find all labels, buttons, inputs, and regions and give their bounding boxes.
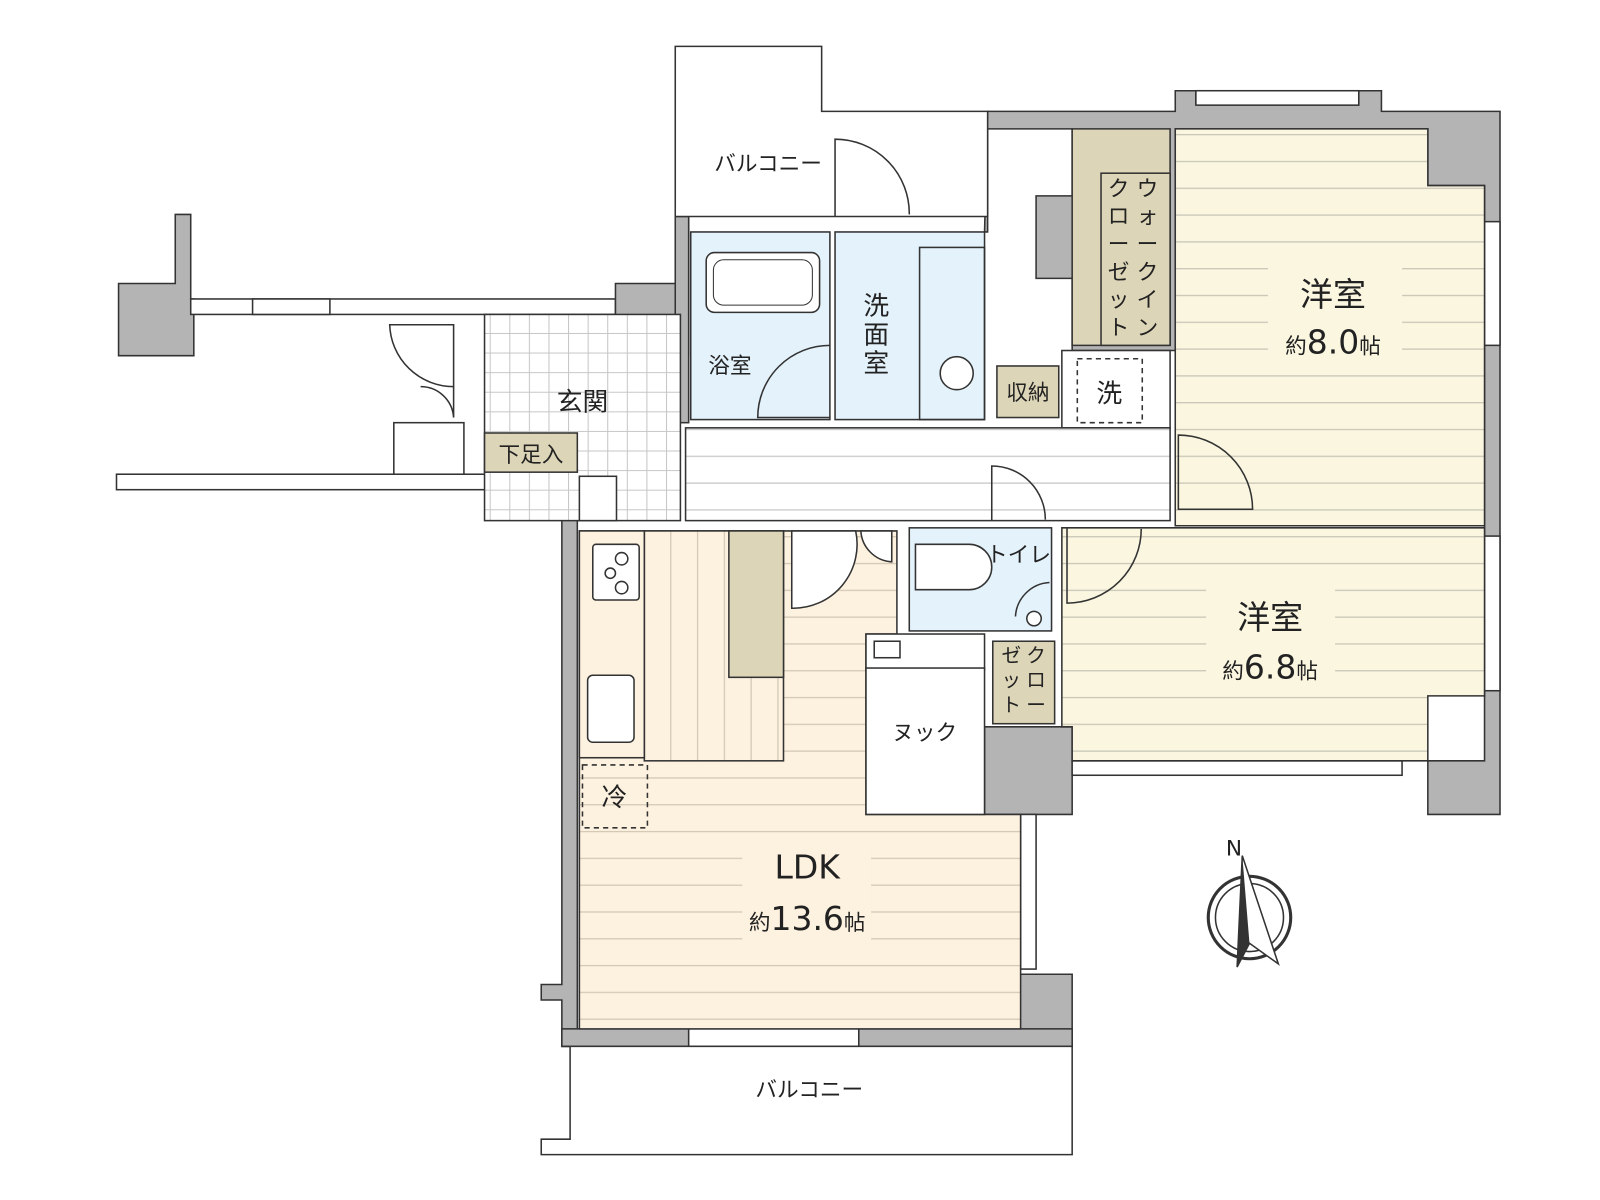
hand-basin-icon <box>1026 610 1043 627</box>
hand-basin-counter <box>1014 581 1050 617</box>
vertical-label-char: ク <box>1137 260 1159 285</box>
vanity-counter <box>918 246 986 421</box>
entrance-label: 玄関 <box>557 387 609 417</box>
vertical-label-char: ク <box>1108 177 1130 202</box>
bedroom-2-size: 約6.8帖 <box>1222 647 1318 686</box>
ldk: 冷 LDK 約13.6帖 <box>578 530 1022 1030</box>
toilet-icon <box>914 543 993 591</box>
bedroom-1-door[interactable] <box>1177 434 1254 511</box>
toilet-door[interactable] <box>990 465 1047 521</box>
vertical-label-char: ロ <box>1108 205 1130 230</box>
entry-door[interactable] <box>388 323 455 388</box>
bedroom-1: 洋室 約8.0帖 <box>1174 128 1486 527</box>
entry-porch <box>393 421 465 475</box>
vertical-label-char: ー <box>1026 693 1046 716</box>
shoe-storage-label: 下足入 <box>498 443 563 468</box>
vertical-label-char: ォ <box>1137 205 1159 230</box>
storage <box>996 365 1060 419</box>
kitchen-island <box>728 530 785 679</box>
washer-space <box>1076 357 1144 424</box>
storage-label: 収納 <box>1006 381 1049 406</box>
bedroom-2: 洋室 約6.8帖 <box>1061 527 1486 762</box>
vertical-label-char: ン <box>1137 316 1159 341</box>
balcony-bottom: バルコニー <box>540 1045 1073 1156</box>
entrance: 玄関 下足入 <box>388 313 682 522</box>
burner-icon <box>604 567 617 580</box>
ldk-side-door[interactable] <box>860 530 893 563</box>
vertical-label-char: ー <box>1137 233 1159 258</box>
hallway <box>684 427 1171 522</box>
toilet-label: トイレ <box>986 543 1051 568</box>
sink-icon <box>939 355 974 391</box>
toilet: トイレ <box>908 527 1053 632</box>
bathroom-door[interactable] <box>756 344 830 419</box>
ldk-door[interactable] <box>790 530 858 610</box>
vertical-label-char: ゼ <box>1108 260 1130 285</box>
vertical-label-char: イ <box>1137 288 1159 313</box>
vertical-label-char: ク <box>1026 644 1046 667</box>
ldk-name: LDK <box>775 847 842 886</box>
vertical-label-char: ッ <box>1108 288 1130 313</box>
fridge-space <box>581 764 649 829</box>
vertical-label-char: ウ <box>1137 177 1159 202</box>
washer-label: 洗 <box>1096 379 1122 409</box>
kitchen-sink-icon <box>586 674 635 744</box>
closet <box>992 640 1056 725</box>
closet-label: クロー ゼット <box>1002 644 1046 716</box>
bathtub-icon <box>705 251 821 314</box>
ldk-size: 約13.6帖 <box>749 899 866 938</box>
balcony-top-label: バルコニー <box>714 152 822 177</box>
shoe-storage <box>483 432 579 473</box>
bathroom-label: 浴室 <box>708 354 751 379</box>
vertical-label-char: ロ <box>1026 669 1046 692</box>
washroom-label-char: 洗 <box>863 291 889 321</box>
washroom-label-char: 面 <box>863 320 889 350</box>
vertical-label-char: ト <box>1108 316 1130 341</box>
nook <box>865 667 986 816</box>
vertical-label-char: ー <box>1108 233 1130 258</box>
vertical-label-char: ッ <box>1002 669 1022 692</box>
vertical-label-char: ト <box>1002 693 1022 716</box>
bedroom-2-door[interactable] <box>1066 527 1143 604</box>
balcony-top: バルコニー <box>674 45 989 218</box>
vertical-label-char: ゼ <box>1002 644 1022 667</box>
nook-shelf-box <box>873 640 901 659</box>
washroom-label-char: 室 <box>863 349 889 379</box>
bedroom-1-size: 約8.0帖 <box>1285 323 1381 362</box>
bedroom-2-name: 洋室 <box>1237 598 1303 637</box>
burner-icon <box>614 580 629 595</box>
fridge-label: 冷 <box>602 783 628 813</box>
burner-icon <box>614 551 629 566</box>
entrance-step <box>578 475 618 522</box>
nook-label: ヌック <box>892 721 957 746</box>
entry-side-door[interactable] <box>420 385 455 418</box>
washroom: 洗 面 室 <box>834 231 986 421</box>
balcony-bottom-label: バルコニー <box>755 1078 863 1103</box>
north-arrow-icon: N <box>1206 837 1293 968</box>
bedroom-1-name: 洋室 <box>1300 275 1366 314</box>
balcony-door[interactable] <box>834 138 911 217</box>
bathroom: 浴室 <box>689 231 831 421</box>
compass-north-label: N <box>1226 837 1242 862</box>
